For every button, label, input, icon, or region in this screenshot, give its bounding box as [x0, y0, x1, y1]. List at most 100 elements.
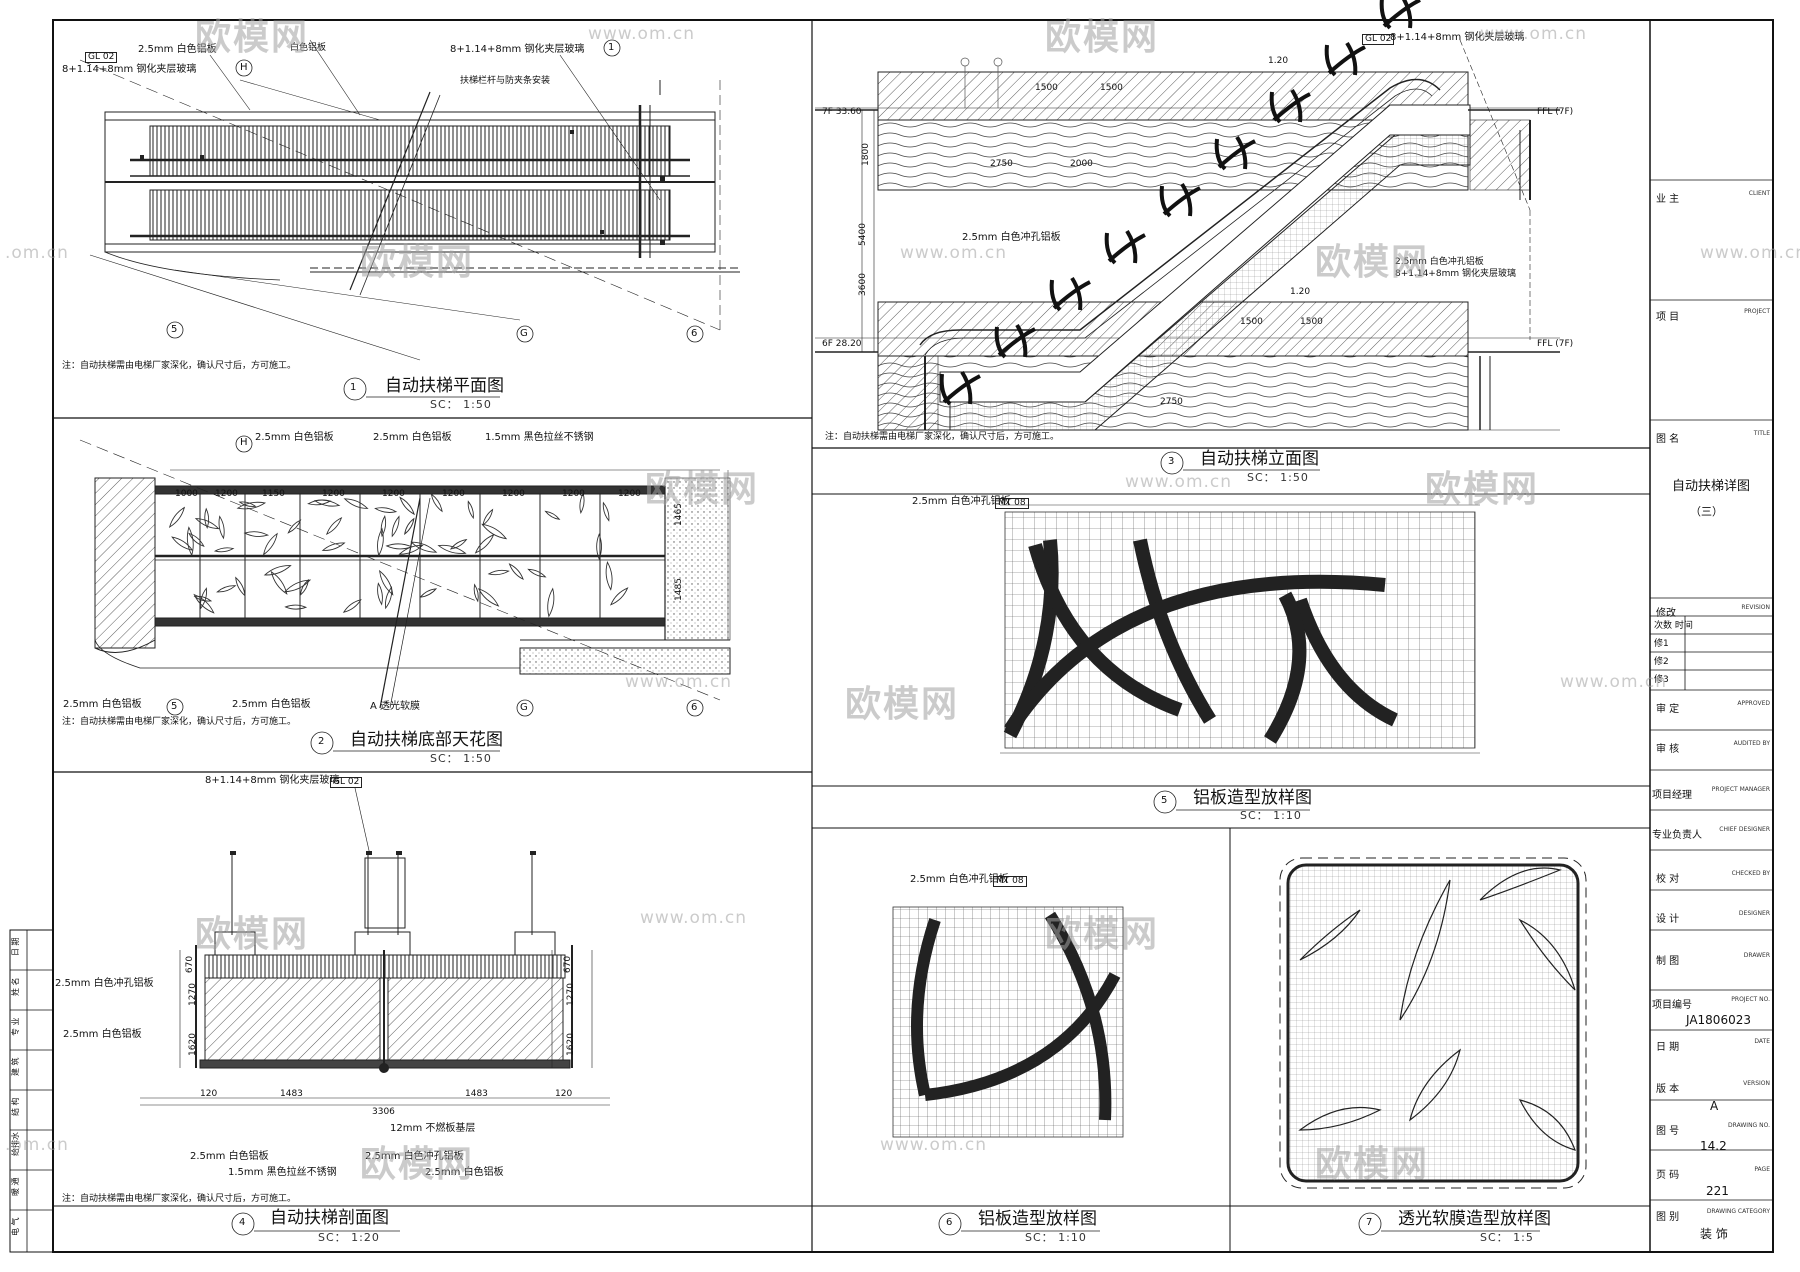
v4-dim: 120 [200, 1089, 218, 1099]
v1-grid-5: 5 [171, 324, 178, 335]
v7-scale: SC： 1:5 [1480, 1231, 1534, 1244]
v3-dim: 2000 [1070, 159, 1093, 169]
v2-title: 自动扶梯底部天花图 [350, 730, 503, 750]
leaf-pattern [283, 579, 312, 593]
v3-number: 3 [1168, 456, 1175, 467]
leaf-pattern [287, 519, 302, 534]
v3-ffl-6: FFL (7F) [1537, 339, 1574, 349]
x-motif [1379, 0, 1421, 30]
tb-project-no-value: JA1806023 [1686, 1013, 1751, 1027]
v2-grid-g: G [520, 702, 528, 713]
leaf-pattern [379, 569, 394, 596]
v3-panel-label: 2.5mm 白色冲孔铝板 [962, 232, 1061, 243]
leaf-pattern [404, 517, 415, 536]
v1-scale: SC： 1:50 [430, 398, 492, 411]
x-motif [1049, 276, 1091, 312]
leaf-pattern [391, 515, 400, 538]
x-motif [939, 370, 981, 406]
x-motif [994, 323, 1036, 359]
v3-note: 注：自动扶梯需由电梯厂家深化，确认尺寸后，方可施工。 [825, 432, 1060, 442]
v3-ffl-7: FFL (7F) [1537, 107, 1574, 117]
leaf-pattern [449, 539, 468, 550]
leaf-pattern [398, 544, 424, 555]
left-strip-label: 给排水 [11, 1132, 20, 1156]
v3-panel-label-2: 2.5mm 白色冲孔铝板 [1395, 257, 1484, 267]
leaf-pattern [374, 507, 398, 513]
v1-leader-1: 白色铝板 [290, 43, 327, 53]
leaf-pattern [263, 565, 292, 576]
left-strip-label: 建 筑 [11, 1057, 20, 1076]
tb-version-value: A [1710, 1099, 1719, 1113]
v6-title: 铝板造型放样图 [978, 1209, 1097, 1229]
v3-title: 自动扶梯立面图 [1200, 449, 1319, 469]
leaf-pattern [216, 585, 237, 593]
leaf-pattern [467, 500, 474, 520]
leaf-pattern [602, 501, 610, 522]
leaf-pattern [544, 510, 561, 520]
v3-glass-label: 8+1.14+8mm 钢化夹层玻璃 [1390, 32, 1525, 43]
v4-dim: 1483 [465, 1089, 488, 1099]
leaf-pattern [527, 568, 547, 578]
v5-label: 2.5mm 白色冲孔铝板 [912, 496, 1011, 507]
v3-dim: 1500 [1100, 83, 1123, 93]
leaf-pattern [262, 532, 278, 556]
leaf-pattern [188, 532, 205, 548]
v2-grid-6: 6 [691, 702, 698, 713]
v2-dim: 1000 [175, 489, 198, 499]
v3-dim-120: 1.20 [1268, 56, 1289, 66]
v4-dim: 3306 [372, 1107, 395, 1117]
leaf-pattern [377, 582, 383, 606]
v4-glass-label: 8+1.14+8mm 钢化夹层玻璃 [205, 775, 340, 786]
v3-tag: GL 02 [1362, 34, 1395, 45]
left-strip-label: 专 业 [11, 1017, 20, 1036]
v3-dim: 1500 [1240, 317, 1263, 327]
v3-level-6: 6F 28.20 [822, 339, 862, 349]
v4-dim: 1483 [280, 1089, 303, 1099]
v2-label-c: 1.5mm 黑色拉丝不锈钢 [485, 432, 594, 443]
x-motif [1159, 182, 1201, 218]
v4-number: 4 [239, 1217, 246, 1228]
v2-label-b: 2.5mm 白色铝板 [373, 432, 452, 443]
v4-dim: 1270 [565, 983, 576, 1006]
v3-dim-120b: 1.20 [1290, 287, 1311, 297]
v4-label-a: 2.5mm 白色冲孔铝板 [55, 978, 154, 989]
v2-dim: 1200 [215, 489, 238, 499]
v3-dim: 3600 [857, 273, 868, 296]
v3-glass-label-2: 8+1.14+8mm 钢化夹层玻璃 [1395, 269, 1516, 279]
leaf-pattern [605, 560, 613, 591]
leaf-pattern [399, 496, 415, 516]
v4-dim: 670 [563, 955, 574, 974]
v3-dim: 1500 [1300, 317, 1323, 327]
tb-drawing-title: 自动扶梯详图 [1672, 479, 1751, 494]
leaf-pattern [473, 583, 479, 603]
x-motif [1324, 41, 1366, 77]
v3-dim: 5400 [857, 223, 868, 246]
leaf-pattern [193, 595, 213, 602]
v2-dim: 1200 [322, 489, 345, 499]
v2-label-a: 2.5mm 白色铝板 [255, 432, 334, 443]
leaf-pattern [321, 542, 346, 551]
leaf-pattern [579, 492, 585, 515]
v3-dim: 2750 [1160, 397, 1183, 407]
v2-grid-5: 5 [171, 701, 178, 712]
v5-scale: SC： 1:10 [1240, 809, 1302, 822]
v4-dim: 1620 [565, 1033, 576, 1056]
v1-grid-g: G [520, 328, 528, 339]
left-strip-label: 姓 名 [11, 977, 20, 996]
left-strip-label: 日 期 [11, 937, 20, 956]
v2-scale: SC： 1:50 [430, 752, 492, 765]
leaf-pattern [547, 587, 555, 618]
leaf-pattern [474, 533, 495, 554]
v3-scale: SC： 1:50 [1247, 471, 1309, 484]
v1-title: 自动扶梯平面图 [385, 376, 504, 396]
v4-label-g: 2.5mm 白色铝板 [425, 1167, 504, 1178]
tb-drawing-sub: （三） [1690, 505, 1723, 518]
v6-label: 2.5mm 白色冲孔铝板 [910, 874, 1009, 885]
leaf-pattern [487, 569, 510, 576]
leaf-pattern [609, 587, 629, 606]
tb-rev-row: 修1 [1654, 639, 1669, 649]
leaf-pattern [235, 576, 246, 597]
x-motif [1214, 135, 1256, 171]
v2-dim: 1485 [673, 578, 684, 601]
